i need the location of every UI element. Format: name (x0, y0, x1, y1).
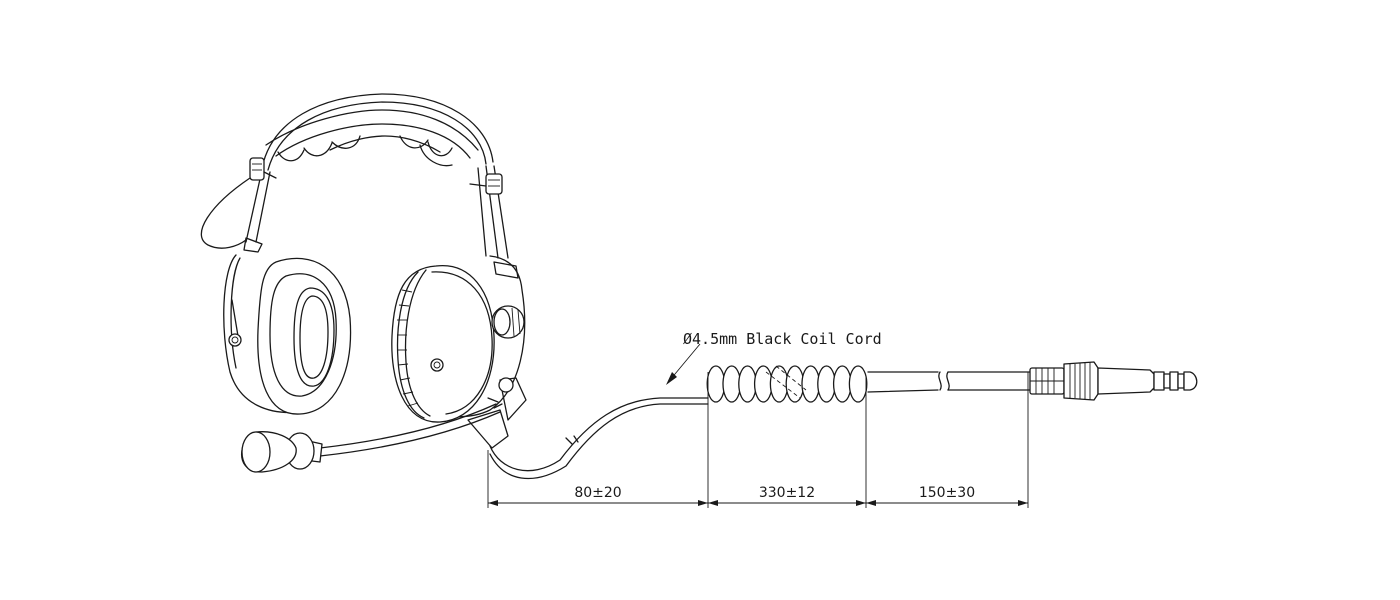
dimension-arrow (708, 500, 718, 506)
dimension-label-330: 330±12 (759, 485, 815, 501)
cord-callout (666, 343, 701, 385)
microphone-boom (319, 377, 527, 457)
dimension-arrow (866, 500, 876, 506)
dimension-arrow (488, 500, 498, 506)
coil-loop (801, 365, 821, 403)
left-headband-adjuster (249, 157, 277, 181)
coil-loop (785, 365, 805, 403)
straight-cable (489, 397, 709, 480)
right-headband-adjuster (469, 173, 503, 195)
coil-hidden-lines (765, 365, 807, 399)
left-internal-cable (200, 177, 251, 249)
coil-loop (832, 365, 852, 403)
headband (245, 93, 509, 259)
dimension-lines (487, 372, 1029, 508)
plug-connector (1029, 361, 1198, 401)
dimension-arrow (698, 500, 708, 506)
coil-loop (769, 365, 789, 403)
dimension-label-80: 80±20 (574, 485, 621, 501)
dimension-arrow (856, 500, 866, 506)
dimension-arrow (1018, 500, 1028, 506)
coil-loop (706, 365, 726, 403)
coil-loop (817, 365, 836, 403)
cord-label: Ø4.5mm Black Coil Cord (683, 330, 882, 348)
left-earcup (223, 237, 352, 415)
dimension-label-150: 150±30 (919, 485, 975, 501)
coil-loop (848, 365, 868, 403)
coil-cord (706, 365, 868, 403)
coil-loop (738, 365, 757, 403)
microphone (240, 431, 323, 473)
right-earcup (391, 255, 526, 423)
coil-loop (753, 365, 773, 403)
extension-cable (867, 371, 1031, 393)
coil-loop (722, 365, 742, 403)
